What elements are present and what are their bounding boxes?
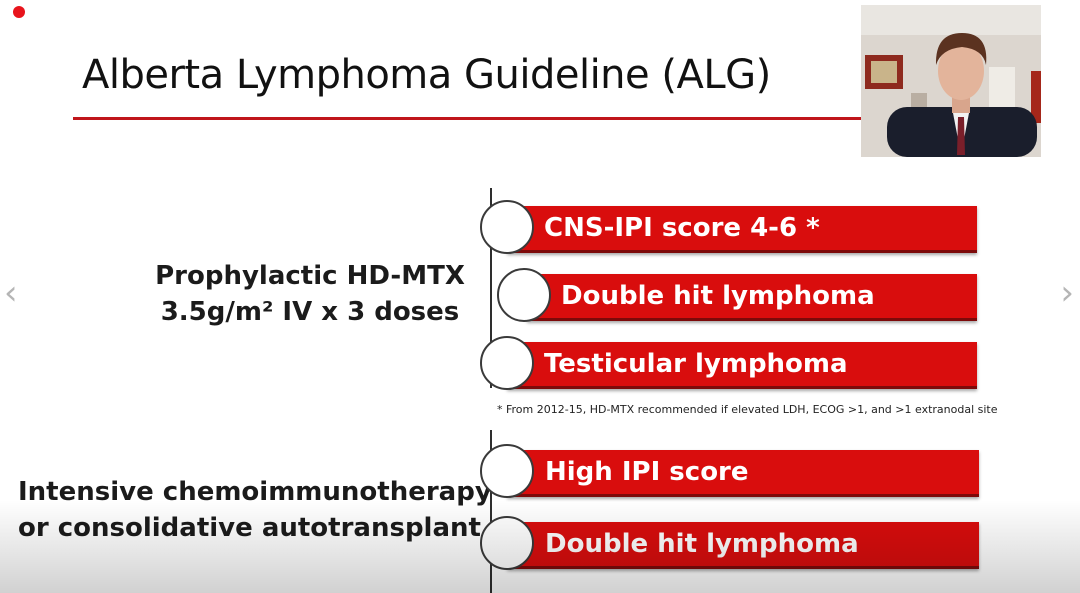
- group-label-line: or consolidative autotransplant: [18, 513, 481, 543]
- chevron-right-icon[interactable]: ›: [1060, 273, 1074, 313]
- bullet-circle: [480, 336, 534, 390]
- bullet-circle: [480, 200, 534, 254]
- list-item-label: High IPI score: [545, 457, 749, 487]
- group-label-line: 3.5g/m² IV x 3 doses: [160, 297, 460, 327]
- title-underline: [73, 117, 863, 120]
- list-item-label: CNS-IPI score 4-6 *: [544, 213, 820, 243]
- webcam-video-tile[interactable]: [861, 5, 1041, 157]
- slide-title: Alberta Lymphoma Guideline (ALG): [82, 52, 771, 98]
- list-item: High IPI score: [507, 450, 979, 497]
- list-item-label: Double hit lymphoma: [561, 281, 875, 311]
- list-item-label: Testicular lymphoma: [544, 349, 848, 379]
- bullet-circle: [480, 444, 534, 498]
- list-item: Testicular lymphoma: [507, 342, 977, 389]
- group-label-line: Prophylactic HD-MTX: [155, 261, 465, 291]
- bullet-circle: [497, 268, 551, 322]
- list-item: CNS-IPI score 4-6 *: [507, 206, 977, 253]
- group-label-line: Intensive chemoimmunotherapy: [18, 477, 492, 507]
- speaker-video: [861, 5, 1041, 157]
- list-item-label: Double hit lymphoma: [545, 529, 859, 559]
- timeline-spine: [490, 430, 492, 593]
- recording-indicator: [13, 6, 25, 18]
- group-label-prophylactic: Prophylactic HD-MTX 3.5g/m² IV x 3 doses: [150, 258, 470, 330]
- timeline-spine: [490, 188, 492, 388]
- bullet-circle: [480, 516, 534, 570]
- list-item: Double hit lymphoma: [507, 522, 979, 569]
- list-item: Double hit lymphoma: [527, 274, 977, 321]
- group-label-intensive: Intensive chemoimmunotherapy or consolid…: [18, 474, 492, 546]
- chevron-left-icon[interactable]: ‹: [4, 273, 18, 313]
- footnote: * From 2012-15, HD-MTX recommended if el…: [497, 403, 998, 416]
